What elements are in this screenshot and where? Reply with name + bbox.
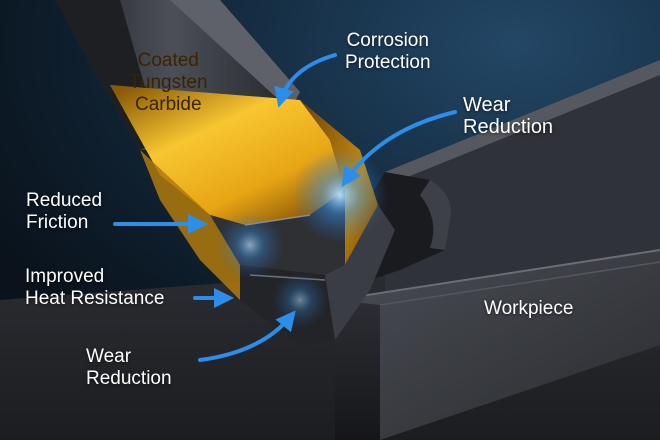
edge-glow-top [292,147,388,243]
edge-glow-bottom [272,272,328,328]
corrosion-protection-label: Corrosion Protection [345,30,431,73]
wear-reduction-top-label: Wear Reduction [463,94,554,138]
improved-heat-resistance-label: Improved Heat Resistance [25,266,165,309]
wear-reduction-bottom-label: Wear Reduction [86,346,172,389]
coated-tungsten-carbide-label: Coated Tungsten Carbide [129,50,208,115]
workpiece-block [334,60,660,440]
edge-glow-left [216,211,284,279]
corrosion-arrow [274,53,337,108]
reduced-friction-label: Reduced Friction [26,190,103,233]
wear-top-arrow [341,110,457,187]
workpiece-label: Workpiece [484,298,574,319]
wear-bottom-arrow [198,310,296,362]
